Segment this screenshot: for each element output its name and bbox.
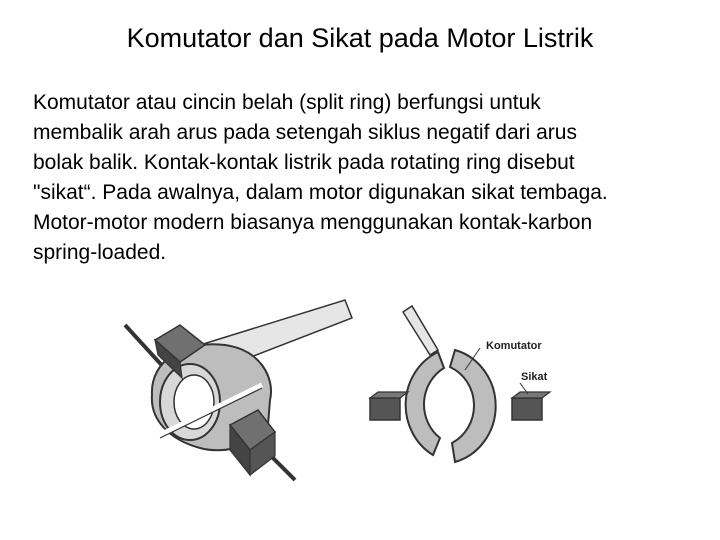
label-commutator: Komutator <box>486 340 542 352</box>
brush-bottom-front <box>249 430 276 477</box>
brush-left-top <box>368 391 410 399</box>
commutator-figure: Komutator Sikat <box>123 299 552 482</box>
paragraph-line: spring-loaded. <box>33 241 167 264</box>
brush-top-side <box>154 338 183 380</box>
commutator-half-left <box>404 350 446 457</box>
brush-right <box>511 397 543 421</box>
split-gap <box>158 382 264 438</box>
brush-right-top <box>510 391 552 399</box>
commutator-front-illustration: Komutator Sikat <box>368 304 552 464</box>
paragraph-line: membalik arah arus pada setengah siklus … <box>33 121 577 144</box>
leader-line-brush <box>519 382 529 395</box>
paragraph-line: Motor-motor modern biasanya menggunakan … <box>33 211 593 234</box>
slide-title: Komutator dan Sikat pada Motor Listrik <box>126 23 594 53</box>
label-brush: Sikat <box>521 371 548 383</box>
paragraph-line: bolak balik. Kontak-kontak listrik pada … <box>33 151 575 174</box>
paragraph-line: Komutator atau cincin belah (split ring)… <box>33 91 541 114</box>
brush-left <box>369 397 401 421</box>
leader-line-commutator <box>464 347 481 371</box>
commutator-perspective-illustration <box>123 299 353 482</box>
paragraph-line: "sikat“. Pada awalnya, dalam motor digun… <box>33 181 608 204</box>
split-gap-edge <box>159 387 263 439</box>
shaft-tube <box>401 304 440 357</box>
body-paragraph: Komutator atau cincin belah (split ring)… <box>33 88 703 268</box>
commutator-half-right <box>448 348 497 464</box>
